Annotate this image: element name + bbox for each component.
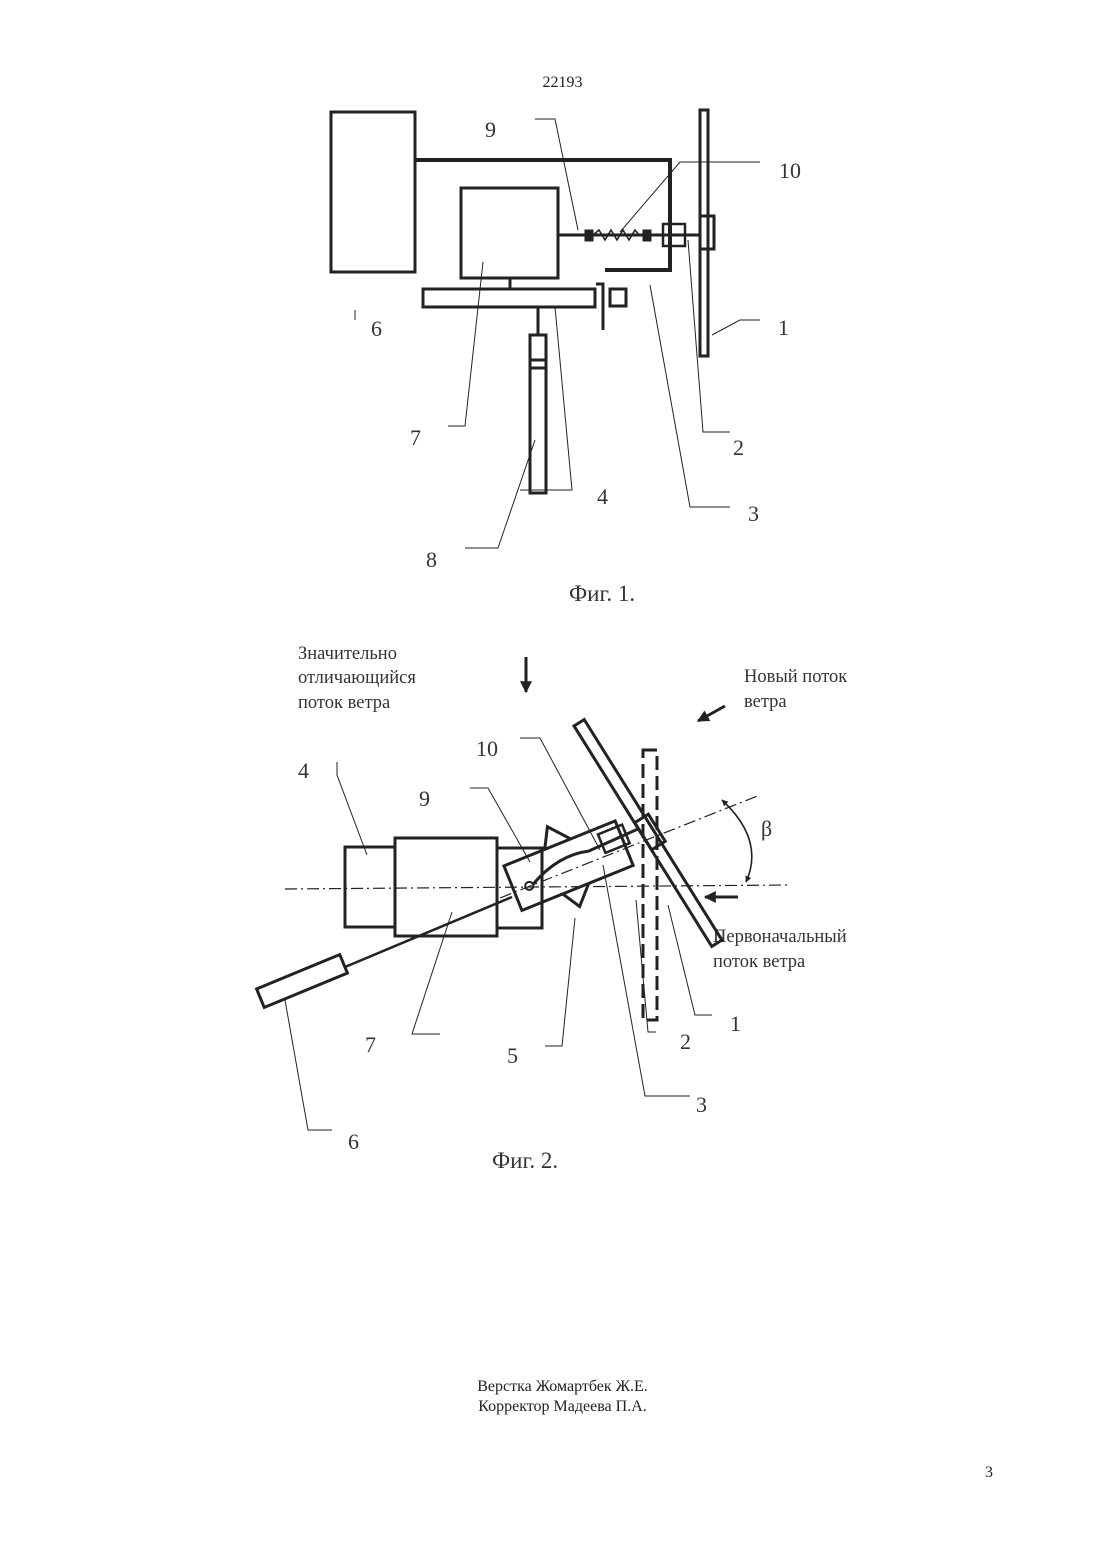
fig1-label-4: 4 [597, 484, 608, 509]
fig2-label-1: 1 [730, 1011, 741, 1036]
fig1-label-8: 8 [426, 547, 437, 572]
fig2-angle-arc [722, 800, 752, 882]
page-number: 3 [985, 1464, 993, 1482]
fig2-new-flow-arrow [698, 706, 725, 721]
fig2-initial-flow-line-1: Первоначальный [713, 927, 847, 947]
figure-1: 9 10 6 1 7 2 4 3 8 Фиг. 1. [331, 110, 801, 606]
fig2-tail-block-6 [257, 955, 348, 1008]
fig2-generator-7 [395, 838, 497, 936]
fig1-blade-1 [700, 110, 708, 356]
fig2-different-flow-line-2: отличающийся [298, 668, 416, 688]
fig2-new-flow-line-2: ветра [744, 692, 787, 712]
fig2-rotated-assembly [496, 795, 657, 927]
fig1-frame [415, 160, 670, 270]
fig2-caption: Фиг. 2. [492, 1148, 558, 1173]
fig2-annotations: Значительно отличающийся поток ветра Нов… [298, 644, 847, 972]
fig1-label-6: 6 [371, 316, 382, 341]
fig2-label-4: 4 [298, 758, 309, 783]
fig2-block-4 [345, 847, 395, 927]
fig2-new-flow-line-1: Новый поток [744, 667, 847, 687]
fig1-label-3: 3 [748, 501, 759, 526]
figure-2: Значительно отличающийся поток ветра Нов… [257, 644, 848, 1173]
fig2-labels: 10 4 9 1 7 2 5 3 6 Фиг. 2. [298, 736, 741, 1173]
fig1-coupling-left [585, 230, 593, 241]
fig2-blade-dashed [643, 750, 657, 1020]
fig1-label-9: 9 [485, 117, 496, 142]
fig2-initial-flow-line-2: поток ветра [713, 952, 805, 972]
fig2-different-flow-line-3: поток ветра [298, 693, 390, 713]
fig1-label-2: 2 [733, 435, 744, 460]
fig2-label-3: 3 [696, 1092, 707, 1117]
fig2-label-5: 5 [507, 1043, 518, 1068]
fig1-platform-4 [423, 289, 595, 307]
fig1-coupling-right [643, 230, 651, 241]
fig2-axis-horizontal [285, 885, 790, 889]
fig1-label-1: 1 [778, 315, 789, 340]
fig2-angle-beta: β [761, 816, 772, 841]
fig2-label-9: 9 [419, 786, 430, 811]
fig1-generator-7 [461, 188, 558, 278]
credits-layout: Верстка Жомартбек Ж.Е. [0, 1377, 1100, 1397]
fig2-label-2: 2 [680, 1029, 691, 1054]
fig2-different-flow-line-1: Значительно [298, 644, 397, 664]
credits-proofreader: Корректор Мадеева П.А. [0, 1397, 1100, 1417]
fig2-tail-rod [345, 897, 512, 967]
fig2-label-10: 10 [476, 736, 498, 761]
fig2-label-7: 7 [365, 1032, 376, 1057]
fig1-labels: 9 10 6 1 7 2 4 3 8 Фиг. 1. [371, 117, 801, 606]
fig2-label-6: 6 [348, 1129, 359, 1154]
fig1-small-block [610, 289, 626, 306]
fig1-label-7: 7 [410, 425, 421, 450]
fig2-blade-1 [574, 720, 722, 947]
fig1-block-6 [331, 112, 415, 272]
fig1-caption: Фиг. 1. [569, 581, 635, 606]
credits: Верстка Жомартбек Ж.Е. Корректор Мадеева… [0, 1377, 1100, 1417]
fig1-label-10: 10 [779, 158, 801, 183]
